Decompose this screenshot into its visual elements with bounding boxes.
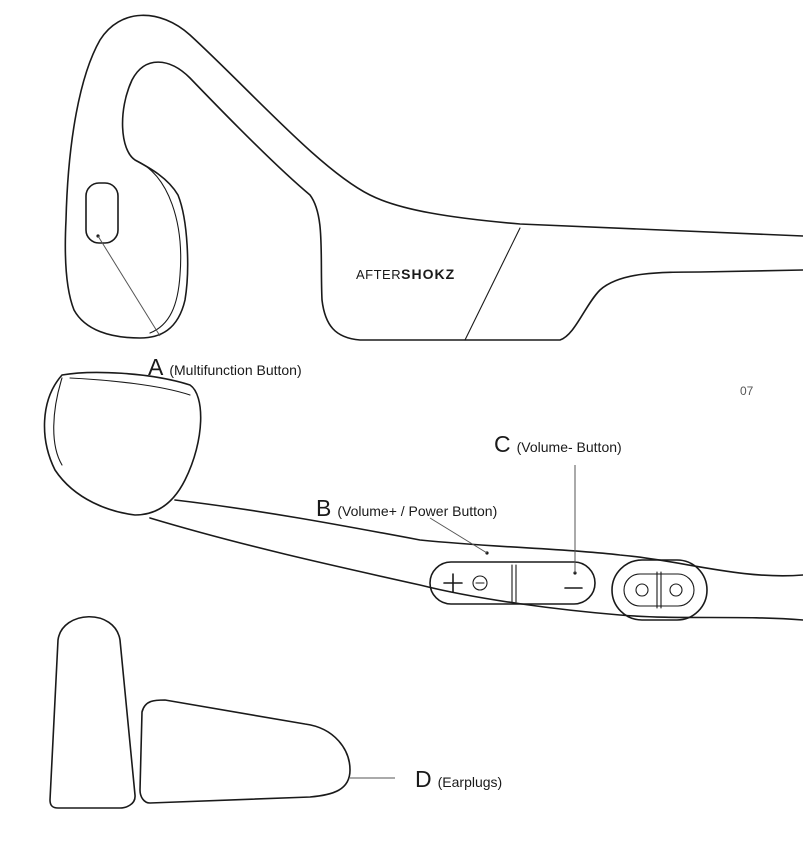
charging-port: [611, 559, 708, 621]
label-a-text: (Multifunction Button): [169, 362, 302, 378]
earplug-right: [139, 699, 351, 804]
brand-logo: AFTERSHOKZ: [356, 266, 455, 282]
headphone-top-view: [43, 371, 803, 621]
leader-line-b: [429, 517, 488, 554]
label-b: B (Volume+ / Power Button): [316, 497, 497, 520]
volume-buttons-housing: [429, 561, 596, 605]
leader-line-a: [97, 235, 161, 337]
label-d: D (Earplugs): [415, 768, 502, 791]
brand-logo-bold: SHOKZ: [401, 266, 456, 282]
label-b-text: (Volume+ / Power Button): [337, 503, 498, 519]
label-a-letter: A: [148, 354, 164, 380]
multifunction-button-shape: [85, 182, 119, 244]
circled-minus-icon: [472, 575, 488, 591]
label-c-letter: C: [494, 431, 511, 457]
label-b-letter: B: [316, 495, 332, 521]
label-d-text: (Earplugs): [437, 774, 503, 790]
label-a: A (Multifunction Button): [148, 356, 302, 379]
page-number: 07: [740, 384, 754, 398]
label-d-letter: D: [415, 766, 432, 792]
earplugs: [49, 616, 395, 809]
brand-logo-light: AFTER: [356, 267, 402, 282]
label-c-text: (Volume- Button): [516, 439, 622, 455]
label-c: C (Volume- Button): [494, 433, 622, 456]
earplug-left: [49, 616, 136, 809]
headphone-side-view: [64, 14, 803, 341]
